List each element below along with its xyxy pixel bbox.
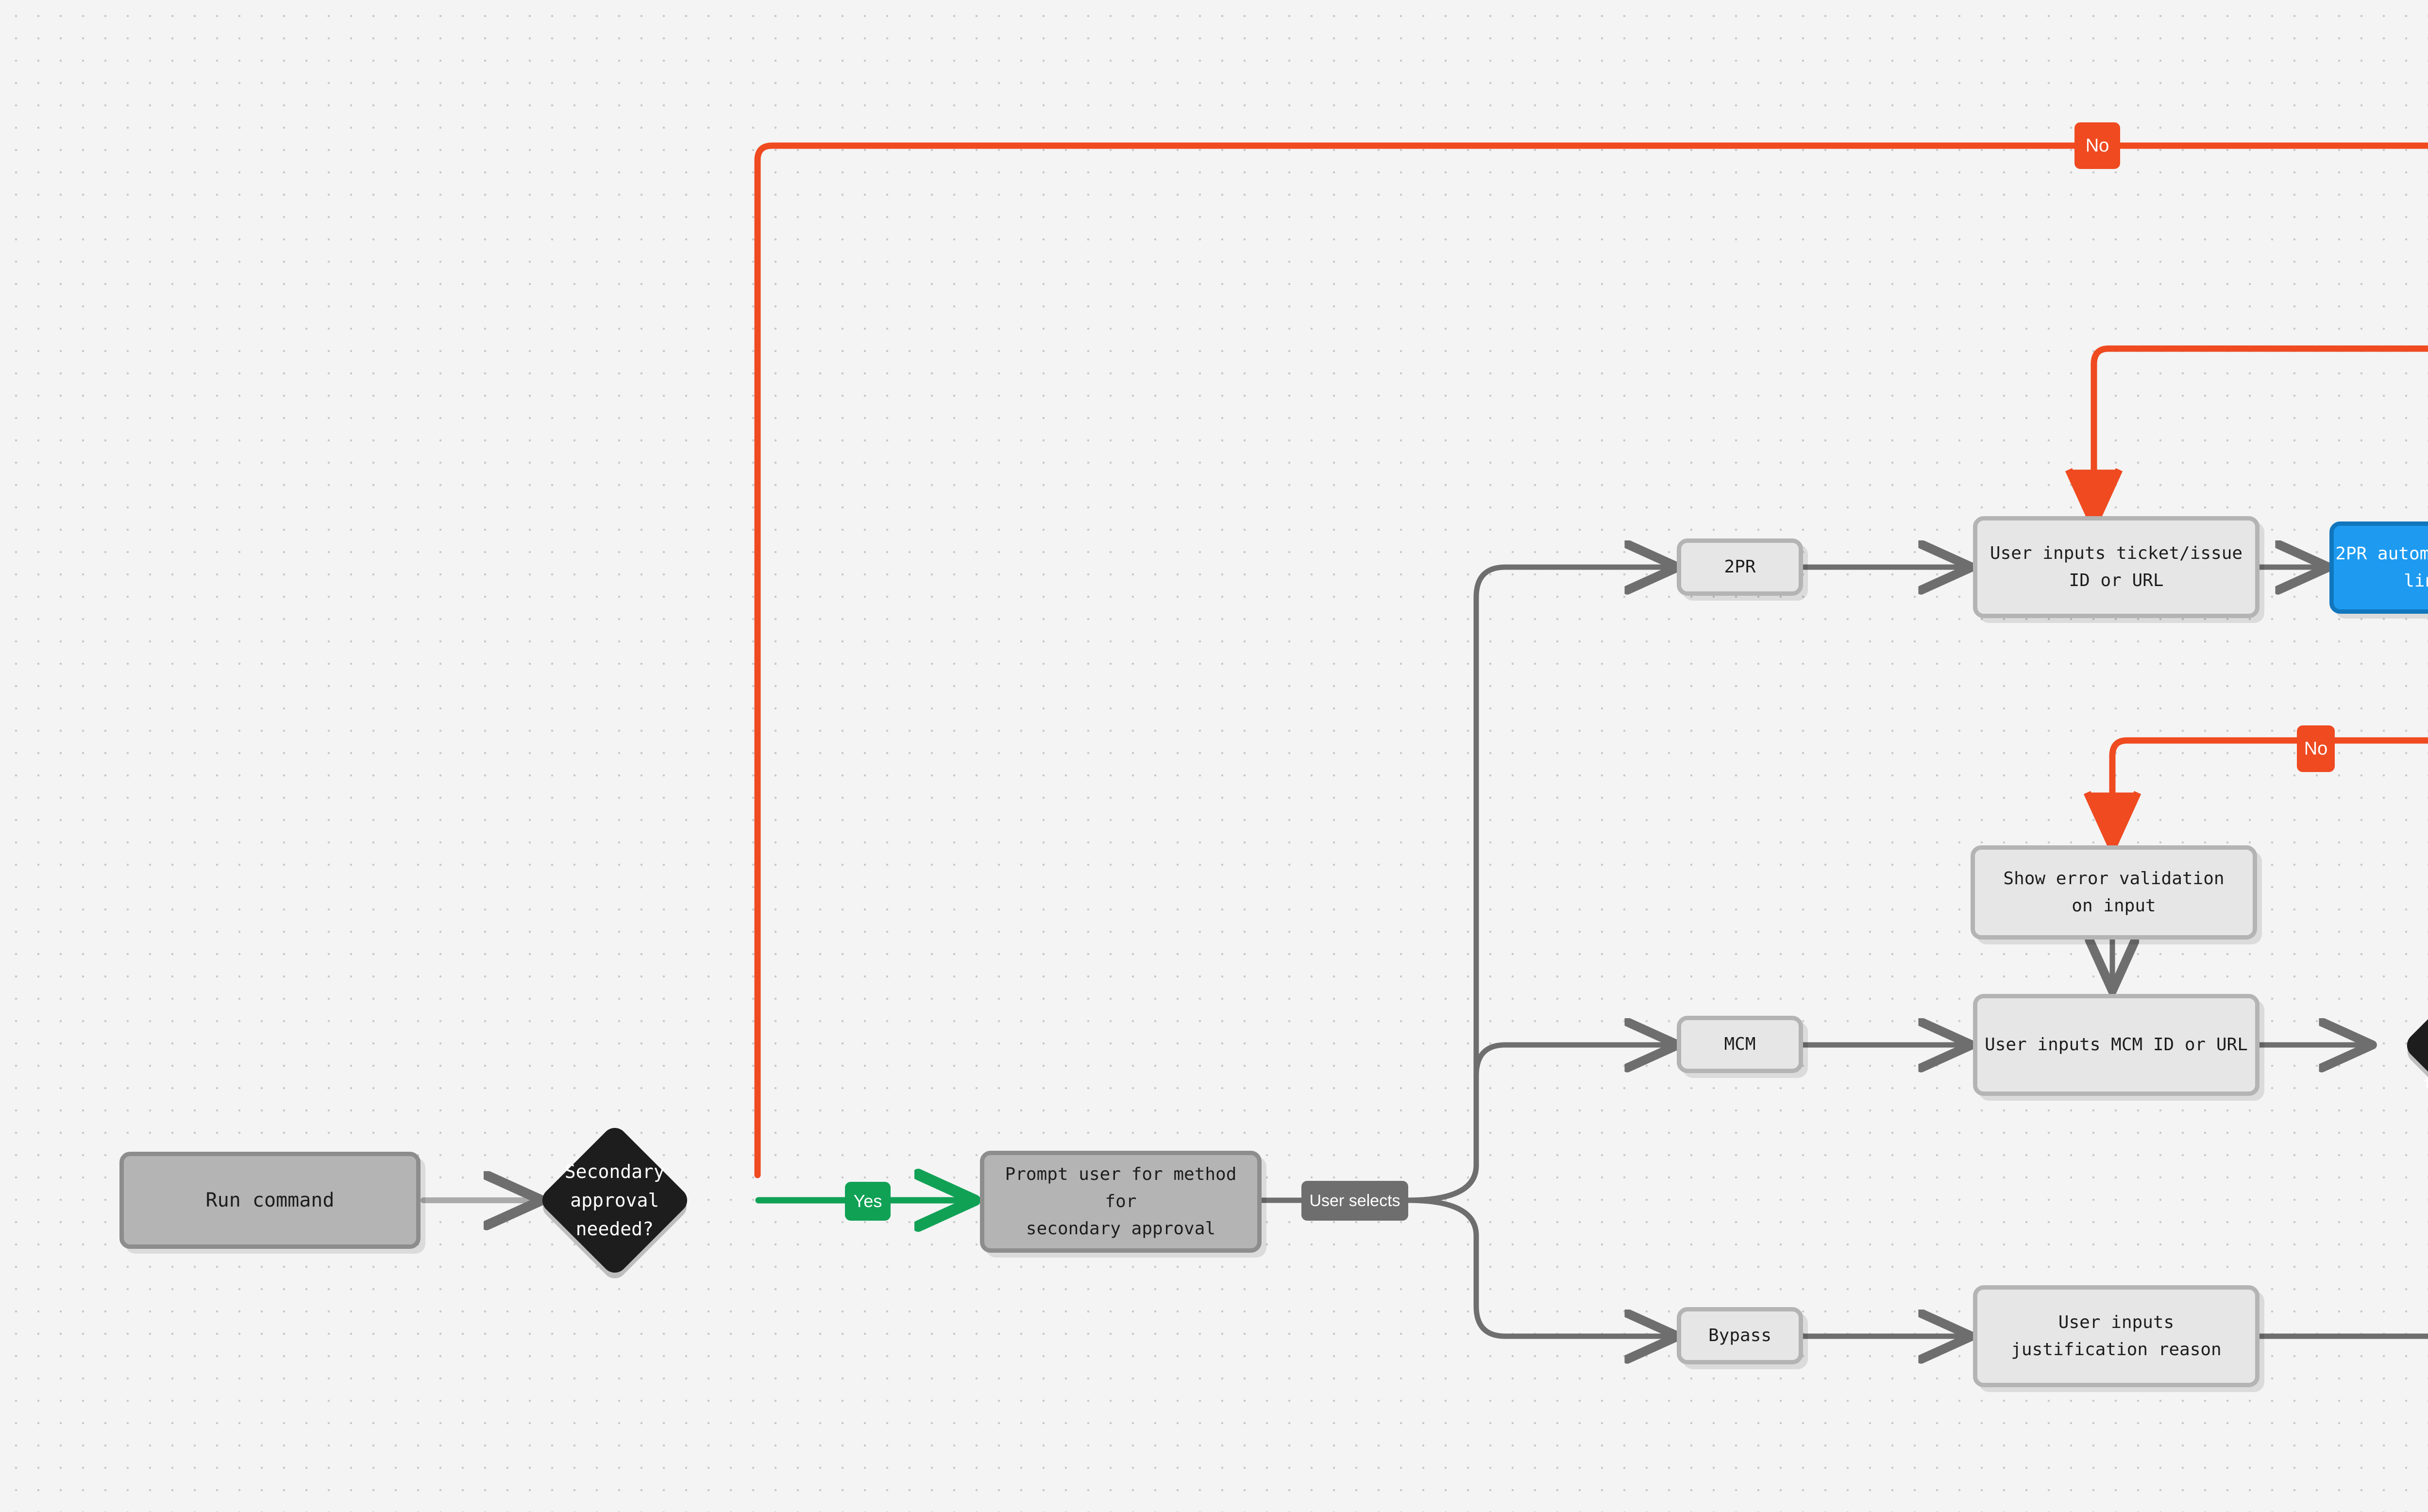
edge-label-user-selects: User selects [1301,1181,1408,1221]
node-option-2pr-label: 2PR [1724,557,1756,577]
node-prompt-user-method[interactable]: Prompt user for method for secondary app… [980,1151,1262,1253]
edge-label-secondary-yes: Yes [845,1182,891,1221]
node-run-command[interactable]: Run command [119,1152,421,1249]
node-2pr-auto-created[interactable]: 2PR automatically created; link provided [2329,521,2428,614]
node-option-bypass-label: Bypass [1708,1326,1772,1346]
edge-label-secondary-no-text: No [2085,135,2109,156]
node-secondary-approval-needed-label: Secondary approval needed? [565,1160,665,1240]
node-secondary-approval-needed[interactable]: Secondary approval needed? [537,1123,692,1278]
node-show-error-validation-label: Show error validation on input [2003,869,2225,916]
node-user-inputs-justification-label: User inputs justification reason [2011,1312,2222,1360]
edge-label-mcm-approved-no-text: No [2304,738,2328,759]
node-2pr-auto-created-label: 2PR automatically created; link provided [2335,544,2428,591]
node-option-mcm[interactable]: MCM [1677,1016,1803,1073]
edge-label-user-selects-text: User selects [1309,1191,1400,1210]
edge-label-secondary-no: No [2074,122,2120,169]
node-show-error-validation[interactable]: Show error validation on input [1971,845,2257,940]
edge-label-mcm-approved-no: No [2297,725,2335,772]
node-user-inputs-mcm-label: User inputs MCM ID or URL [1985,1035,2248,1055]
node-prompt-user-method-label: Prompt user for method for secondary app… [1005,1164,1237,1239]
node-user-inputs-mcm[interactable]: User inputs MCM ID or URL [1973,994,2259,1096]
edge-label-secondary-yes-text: Yes [853,1191,882,1211]
node-mcm-approved-label: MCM approved by non- technician? [2423,1074,2428,1093]
node-user-inputs-ticket-label: User inputs ticket/issue ID or URL [1990,543,2243,590]
node-option-bypass[interactable]: Bypass [1677,1307,1803,1364]
node-user-inputs-ticket[interactable]: User inputs ticket/issue ID or URL [1973,516,2259,618]
node-user-inputs-justification[interactable]: User inputs justification reason [1973,1285,2259,1387]
node-mcm-approved[interactable]: MCM approved by non- technician? [2402,969,2428,1122]
node-option-mcm-label: MCM [1724,1034,1756,1055]
node-option-2pr[interactable]: 2PR [1677,538,1803,596]
node-run-command-label: Run command [205,1189,335,1211]
